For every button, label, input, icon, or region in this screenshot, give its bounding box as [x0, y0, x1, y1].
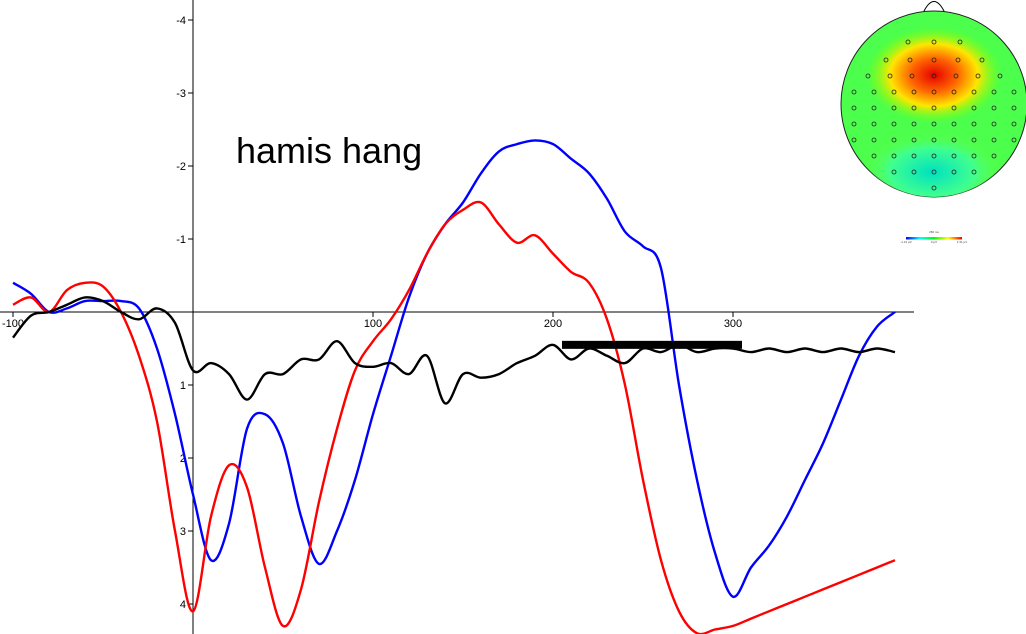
electrode-dot	[907, 57, 913, 63]
x-tick-label: -100	[2, 318, 24, 330]
y-tick-label: 3	[180, 526, 186, 538]
electrode-dot	[871, 105, 877, 111]
electrode-dot	[871, 89, 877, 95]
series-group	[12, 139, 896, 634]
y-tick-label: 4	[180, 599, 186, 611]
y-tick-label: 1	[180, 380, 186, 392]
electrode-dot	[1011, 121, 1017, 127]
electrode-dot	[991, 105, 997, 111]
electrode-dot	[971, 89, 977, 95]
electrode-dot	[851, 137, 857, 143]
electrode-dot	[991, 121, 997, 127]
electrode-dot	[931, 121, 937, 127]
electrode-dot	[871, 153, 877, 159]
electrode-dot	[991, 153, 997, 159]
significance-bar	[562, 340, 742, 349]
electrode-dot	[931, 89, 937, 95]
electrode-dot	[975, 73, 981, 79]
electrode-dot	[887, 73, 893, 79]
hot-region	[866, 27, 1002, 123]
electrode-dot	[911, 153, 917, 159]
electrode-dot	[951, 137, 957, 143]
electrode-dot	[909, 73, 915, 79]
electrode-dot	[911, 105, 917, 111]
colorbar	[906, 237, 962, 240]
electrode-dot	[955, 57, 961, 63]
electrode-dot	[931, 153, 937, 159]
electrode-dot	[891, 169, 897, 175]
topomap-inset: 266 ms -1.31 µV 0 µV 1.31 µV	[840, 1, 1026, 244]
electrode-dot	[865, 73, 871, 79]
electrode-dot	[931, 57, 937, 63]
nose-icon	[922, 1, 946, 14]
electrode-dot	[971, 137, 977, 143]
electrode-dot	[871, 137, 877, 143]
electrode-dot	[851, 121, 857, 127]
significance-bar-group	[562, 340, 742, 349]
series-line-2	[12, 296, 896, 405]
electrode-dot	[891, 121, 897, 127]
electrode-dot	[951, 153, 957, 159]
y-tick-label: -3	[176, 88, 186, 100]
tick-group: -100 100 200 300 -4 -3 -2 -1 1 2 3 4	[2, 15, 742, 611]
electrode-dot	[957, 39, 963, 45]
electrode-dot	[911, 169, 917, 175]
electrode-dot	[891, 137, 897, 143]
colorbar-max-label: 1.31 µV	[957, 240, 967, 244]
electrode-dot	[883, 57, 889, 63]
colorbar-min-label: -1.31 µV	[900, 240, 911, 244]
series-line-0	[12, 139, 896, 598]
electrode-dot	[971, 121, 977, 127]
electrode-dot	[991, 89, 997, 95]
electrode-dot	[891, 153, 897, 159]
y-tick-label: -4	[176, 15, 186, 27]
y-tick-label: 2	[180, 453, 186, 465]
electrode-dot	[953, 73, 959, 79]
electrode-dot	[871, 121, 877, 127]
electrode-dot	[971, 153, 977, 159]
electrode-group	[851, 39, 1017, 191]
x-tick-label: 300	[724, 318, 742, 330]
electrode-dot	[851, 105, 857, 111]
electrode-dot	[971, 105, 977, 111]
x-tick-label: 100	[364, 318, 382, 330]
electrode-dot	[911, 89, 917, 95]
electrode-dot	[951, 105, 957, 111]
series-line-1	[12, 200, 896, 634]
electrode-dot	[991, 137, 997, 143]
electrode-dot	[931, 185, 937, 191]
electrode-dot	[951, 121, 957, 127]
annotation-text: hamis hang	[236, 130, 422, 171]
electrode-dot	[905, 39, 911, 45]
electrode-dot	[891, 89, 897, 95]
electrode-dot	[1011, 89, 1017, 95]
electrode-dot	[1011, 105, 1017, 111]
y-tick-label: -2	[176, 161, 186, 173]
electrode-dot	[997, 73, 1003, 79]
electrode-dot	[931, 169, 937, 175]
electrode-dot	[951, 89, 957, 95]
topomap-time-label: 266 ms	[929, 230, 939, 234]
y-tick-label: -1	[176, 234, 186, 246]
electrode-dot	[951, 169, 957, 175]
electrode-dot	[931, 73, 937, 79]
electrode-dot	[979, 57, 985, 63]
electrode-dot	[971, 169, 977, 175]
colorbar-mid-label: 0 µV	[931, 240, 937, 244]
axes	[0, 0, 914, 634]
electrode-dot	[911, 121, 917, 127]
electrode-dot	[931, 39, 937, 45]
electrode-dot	[911, 137, 917, 143]
electrode-dot	[931, 137, 937, 143]
electrode-dot	[851, 89, 857, 95]
x-tick-label: 200	[544, 318, 562, 330]
electrode-dot	[931, 105, 937, 111]
electrode-dot	[891, 105, 897, 111]
electrode-dot	[1011, 137, 1017, 143]
